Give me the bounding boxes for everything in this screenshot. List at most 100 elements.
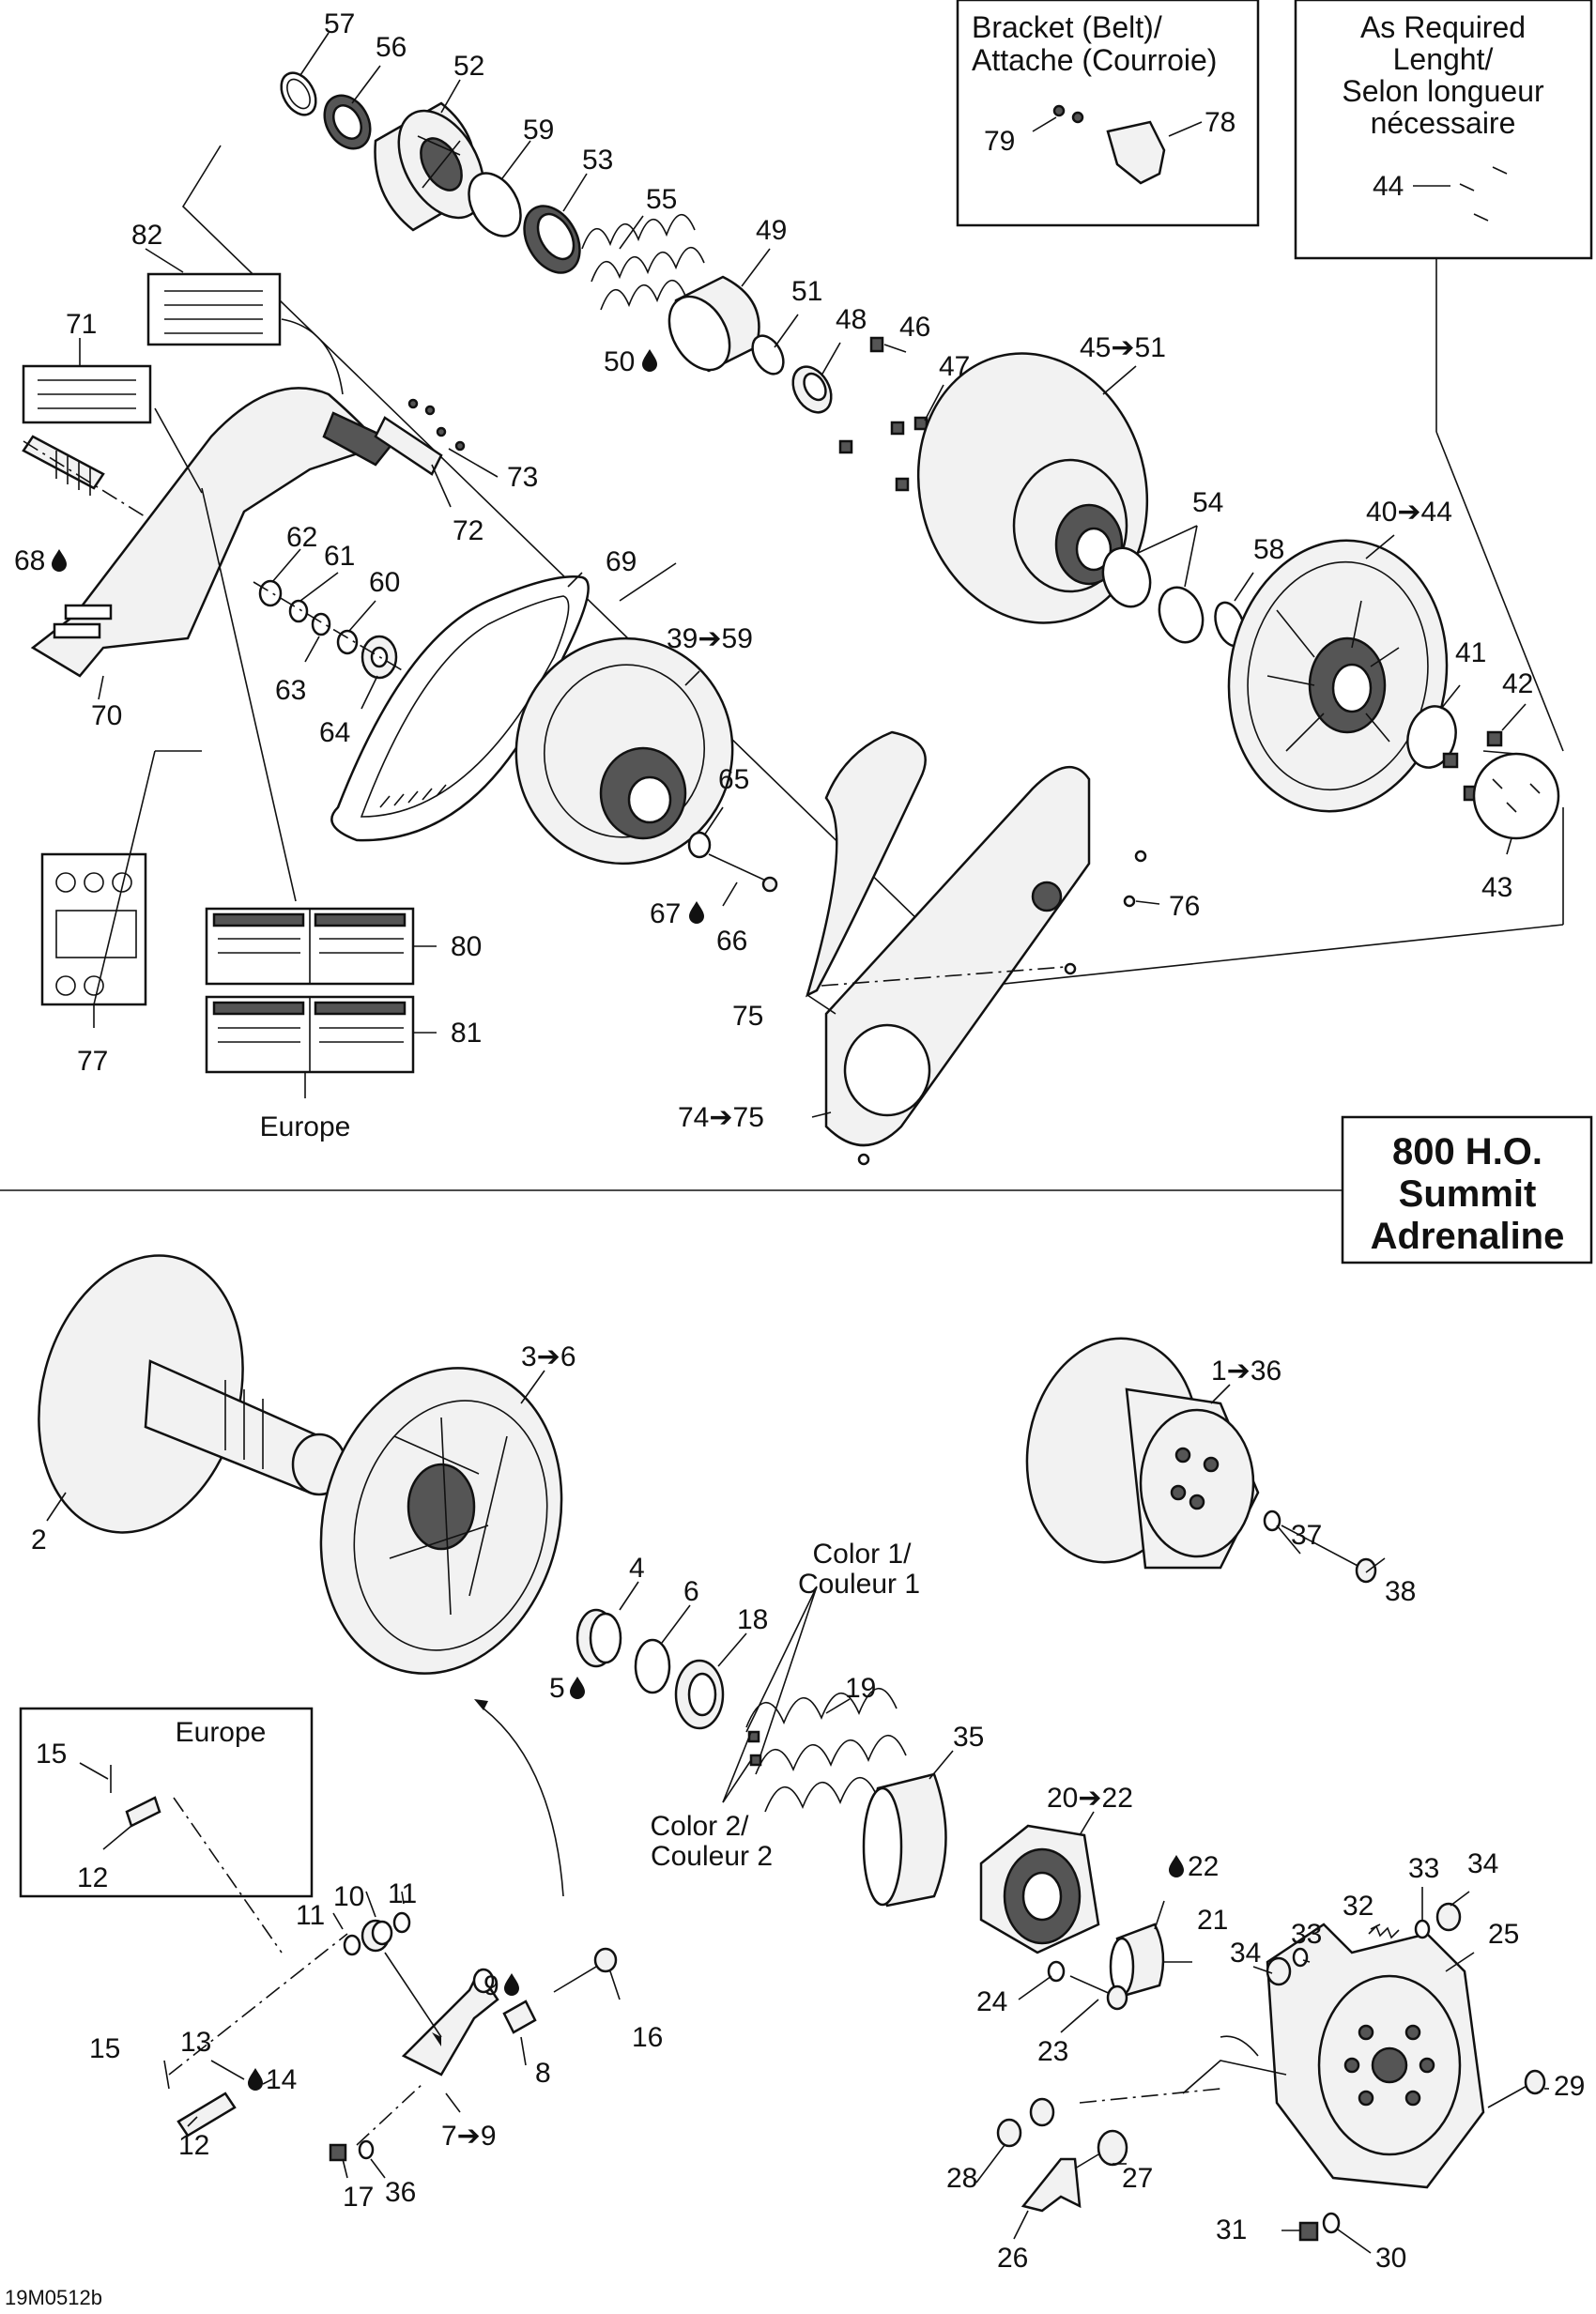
callout-24: 24 (976, 1986, 1007, 2017)
spider-20 (979, 1824, 1100, 1954)
callout-69: 69 (606, 546, 637, 577)
oil-drop-icon (642, 349, 657, 372)
callout-15: 15 (89, 2033, 120, 2064)
callout-74-75: 74➔75 (678, 1102, 764, 1133)
color-1-line-2: Couleur 1 (798, 1569, 920, 1600)
label-77 (40, 852, 147, 1006)
nut-17 (329, 2143, 347, 2162)
detail-43 (1472, 752, 1560, 840)
screw-76b (1123, 895, 1136, 908)
callout-53: 53 (582, 145, 613, 176)
callout-66: 66 (716, 926, 747, 957)
callout-30: 30 (1375, 2243, 1406, 2274)
callout-31: 31 (1216, 2214, 1247, 2245)
upper-leaders (79, 32, 1527, 1118)
callout-21: 21 (1197, 1905, 1228, 1936)
washer-30 (1322, 2212, 1341, 2234)
ring-59 (468, 172, 522, 238)
callout-57: 57 (324, 8, 355, 39)
callout-28: 28 (946, 2163, 977, 2194)
warning-label-82 (146, 272, 344, 395)
washer-11a (343, 1934, 361, 1956)
callout-78: 78 (1205, 107, 1235, 138)
europe-box-label: Europe (176, 1717, 267, 1748)
callout-51: 51 (791, 276, 822, 307)
callout-25: 25 (1488, 1919, 1519, 1950)
snap-ring-57 (280, 71, 317, 116)
bushing-49 (668, 275, 760, 373)
callout-62: 62 (286, 522, 317, 553)
callout-34b: 34 (1230, 1938, 1261, 1969)
washer-63 (311, 612, 331, 636)
callout-42: 42 (1502, 668, 1533, 699)
callout-35: 35 (953, 1722, 984, 1753)
spring-color-notes: Color 1/ Couleur 1 Color 2/ Couleur 2 (650, 1539, 920, 1872)
drive-pulley-assembly-1 (1025, 1337, 1260, 1570)
color-2-line-1: Color 2/ (650, 1811, 749, 1842)
bracket-72 (374, 416, 443, 476)
color-2-line-2: Couleur 2 (651, 1841, 773, 1872)
color-1-line-1: Color 1/ (812, 1539, 912, 1570)
callout-54: 54 (1192, 487, 1223, 518)
callout-11b: 11 (388, 1878, 417, 1909)
belt-guard-70 (30, 387, 396, 678)
washer-54a (1101, 546, 1152, 608)
oil-drop-icon (689, 901, 704, 924)
screw-76a (1134, 850, 1147, 863)
washer-33a (1414, 1919, 1431, 1939)
governor-cup-25 (1266, 1923, 1485, 2189)
callout-7-9: 7➔9 (441, 2121, 497, 2152)
callout-82: 82 (131, 220, 162, 251)
callout-52: 52 (453, 51, 484, 82)
pin-12 (176, 2092, 237, 2138)
screw-15 (163, 2060, 170, 2090)
callout-11a: 11 (296, 1900, 325, 1931)
screw-23 (1069, 1975, 1128, 2011)
callout-1-36: 1➔36 (1211, 1356, 1281, 1387)
bushing-53 (523, 205, 581, 274)
callout-37: 37 (1291, 1520, 1322, 1551)
callout-6: 6 (683, 1576, 699, 1607)
nut-31 (1298, 2221, 1319, 2242)
tube-68 (22, 435, 161, 527)
callout-50: 50 (604, 346, 635, 377)
spring-55 (581, 213, 705, 311)
callout-10: 10 (333, 1881, 364, 1912)
callout-77: 77 (77, 1046, 108, 1077)
caution-label-80 (205, 907, 415, 986)
spring-19 (745, 1687, 907, 1813)
callout-58: 58 (1253, 534, 1284, 565)
oil-drop-icon (504, 1973, 519, 1996)
sleeve-35 (862, 1772, 947, 1908)
diagram-reference: 19M0512b (5, 2286, 102, 2309)
washer-36 (358, 2139, 375, 2160)
guard-panel-75 (805, 730, 927, 998)
callout-3-6: 3➔6 (521, 1341, 576, 1372)
washer-11b (392, 1911, 411, 1934)
drive-belt-69 (330, 575, 590, 842)
callout-9: 9 (483, 1970, 499, 2001)
callout-45-51: 45➔51 (1080, 332, 1166, 363)
callout-56: 56 (376, 32, 407, 63)
screw-76c (1064, 962, 1077, 975)
screw-76d (857, 1153, 870, 1166)
model-line-3: Adrenaline (1371, 1216, 1565, 1257)
callout-18: 18 (737, 1604, 768, 1635)
bolt-38 (1281, 1525, 1377, 1584)
callout-38: 38 (1385, 1576, 1416, 1607)
washer-54b (1158, 586, 1205, 644)
callout-55: 55 (646, 184, 677, 215)
bushing-21 (1109, 1923, 1165, 1997)
screws-73 (407, 398, 466, 452)
callout-67: 67 (650, 898, 681, 929)
as-required-line-2: Lenght/ (1393, 42, 1494, 76)
callout-19: 19 (845, 1673, 876, 1704)
callout-70: 70 (91, 700, 122, 731)
callout-4: 4 (629, 1553, 645, 1584)
callout-33b: 33 (1291, 1919, 1322, 1950)
washer-65 (687, 831, 712, 859)
callout-17: 17 (343, 2182, 374, 2213)
model-box: 800 H.O. Summit Adrenaline (1341, 1115, 1593, 1264)
as-required-line-1: As Required (1360, 10, 1526, 44)
